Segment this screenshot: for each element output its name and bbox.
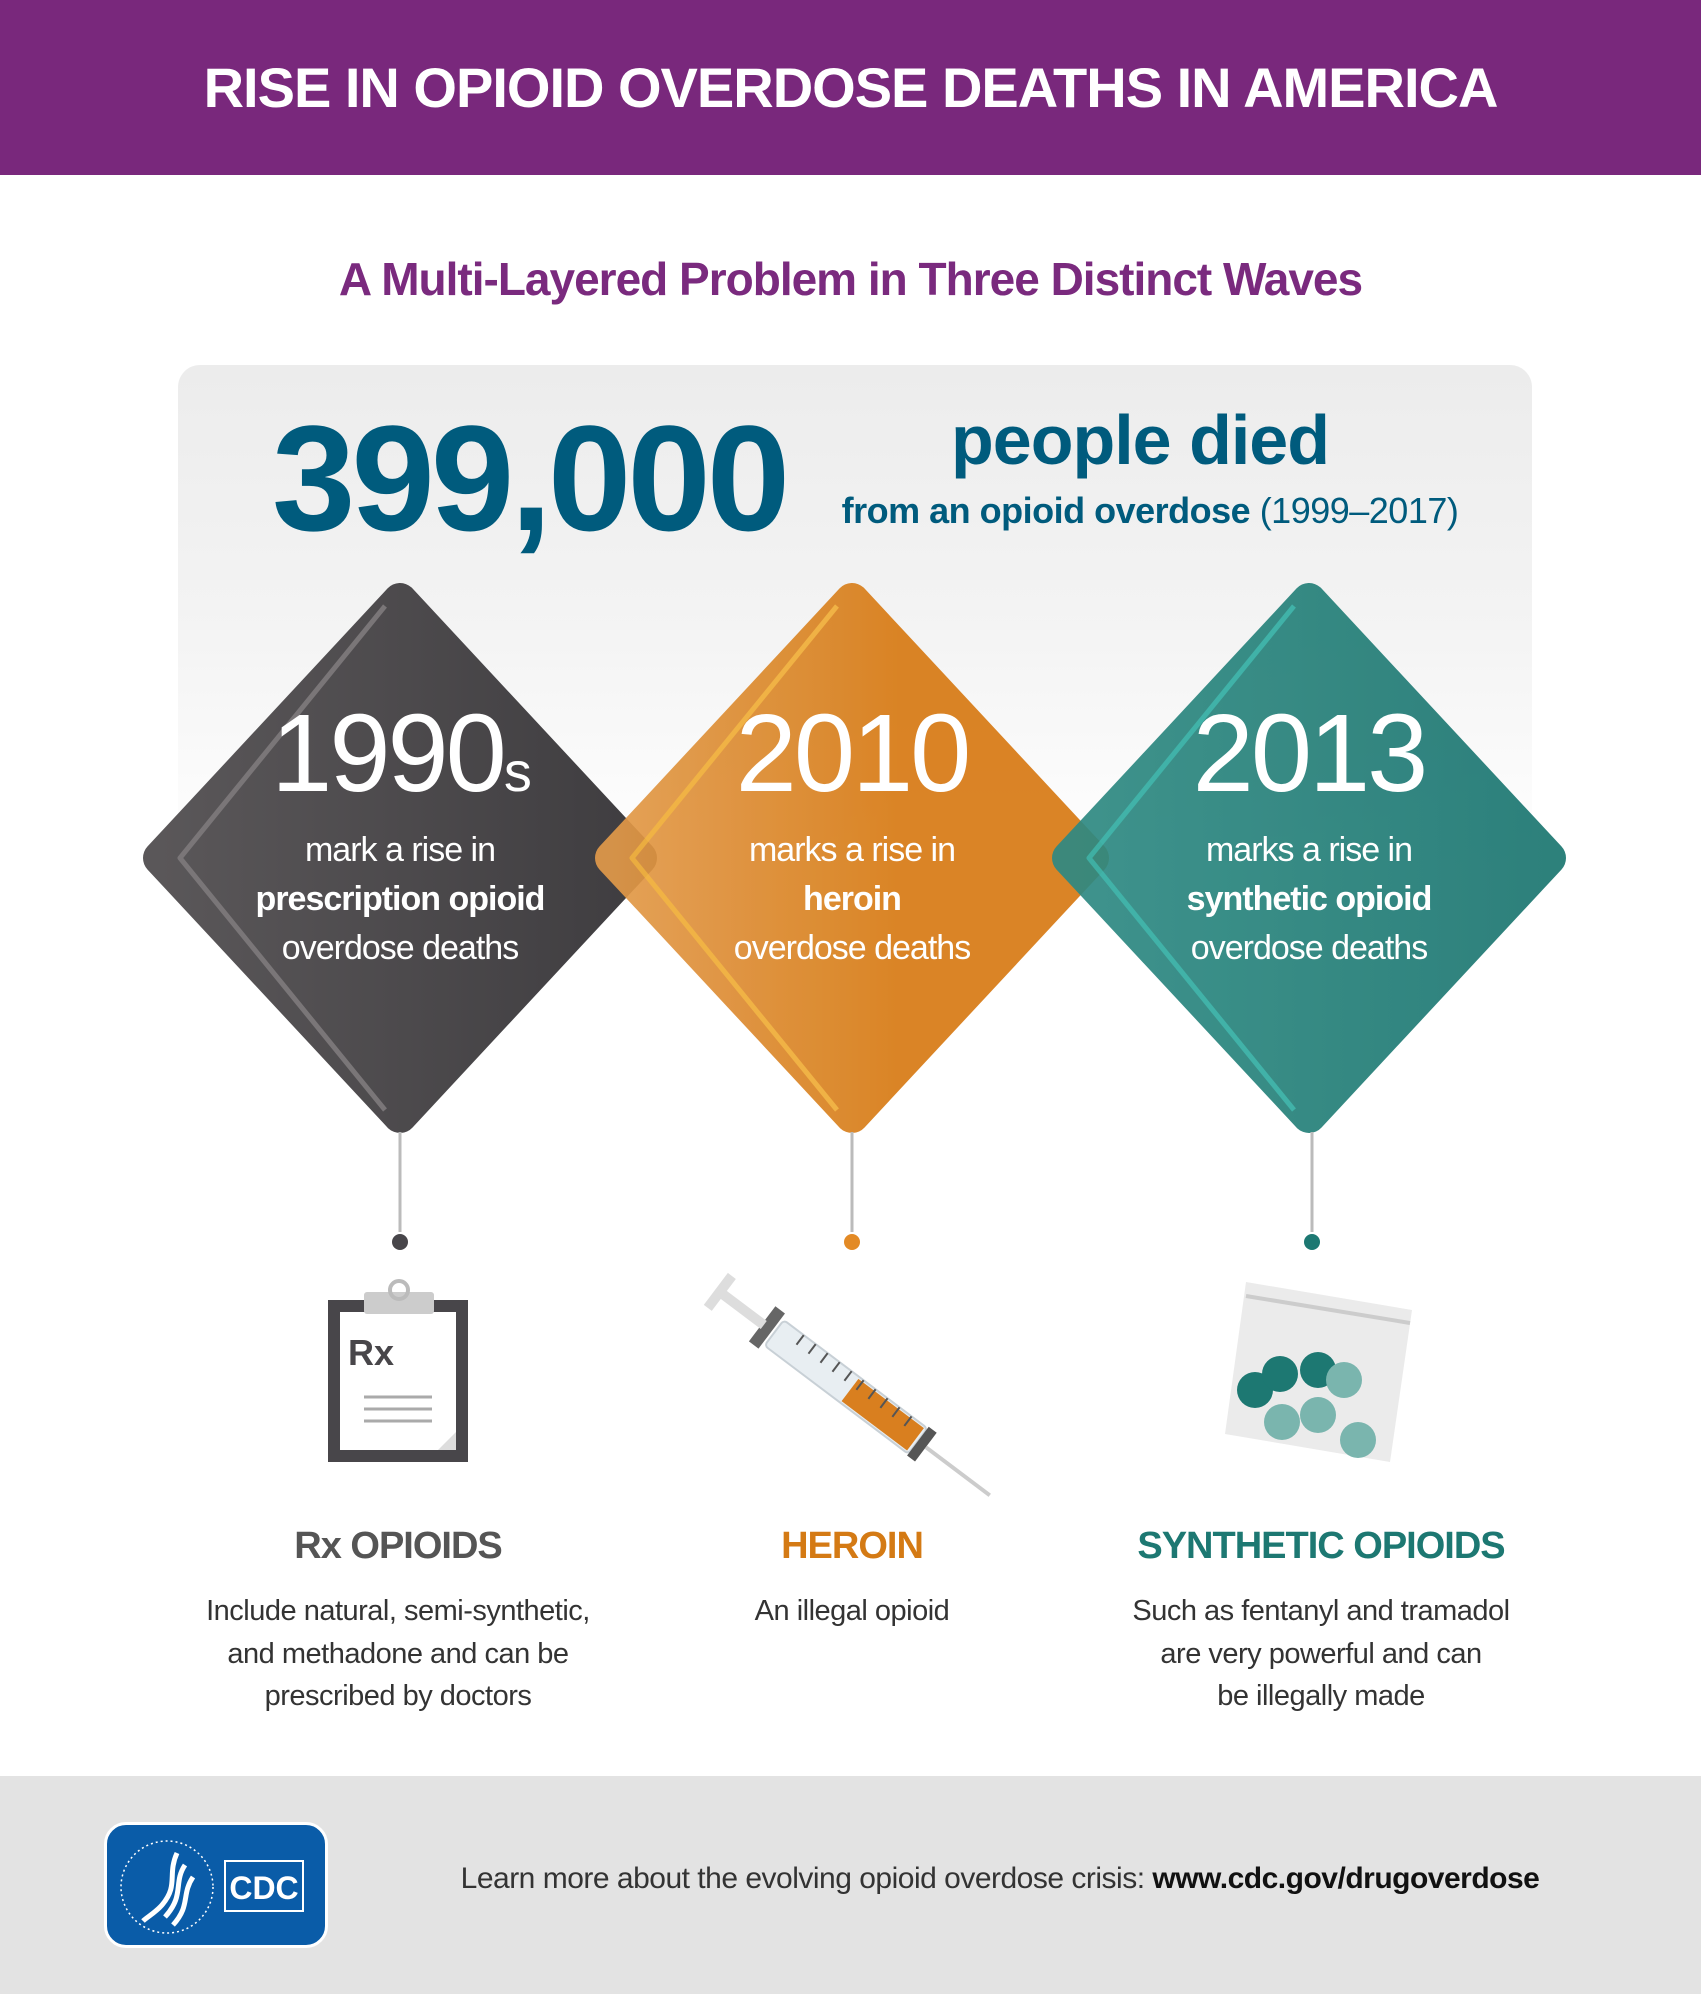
hhs-eagle-icon: CDC bbox=[120, 1840, 304, 1934]
diamond-2010 bbox=[595, 583, 1109, 1133]
clipboard-rx-icon: Rx bbox=[328, 1279, 468, 1462]
cdc-link[interactable]: www.cdc.gov/drugoverdose bbox=[1152, 1862, 1540, 1895]
stat-detail: from an opioid overdose (1999–2017) bbox=[841, 490, 1459, 531]
connector-lines bbox=[392, 1132, 1320, 1250]
wave-year-1990s: 1990s bbox=[271, 692, 532, 815]
wave-year-2010: 2010 bbox=[735, 692, 972, 815]
footer-text: Learn more about the evolving opioid ove… bbox=[460, 1862, 1540, 1895]
syringe-icon bbox=[703, 1272, 991, 1497]
label-synthetic-opioids: SYNTHETIC OPIOIDS bbox=[1137, 1525, 1505, 1567]
svg-text:CDC: CDC bbox=[229, 1870, 298, 1906]
stat-headline: people died bbox=[951, 401, 1330, 479]
subtitle: A Multi-Layered Problem in Three Distinc… bbox=[338, 253, 1363, 305]
cdc-logo: CDC bbox=[104, 1822, 328, 1948]
diamond-1990s bbox=[143, 583, 657, 1133]
label-heroin: HEROIN bbox=[781, 1525, 924, 1567]
diamond-2013 bbox=[1052, 583, 1566, 1133]
label-rx-opioids: Rx OPIOIDS bbox=[294, 1525, 502, 1567]
main-title: RISE IN OPIOID OVERDOSE DEATHS IN AMERIC… bbox=[203, 56, 1499, 119]
desc-heroin: An illegal opioid bbox=[754, 1595, 950, 1627]
death-count: 399,000 bbox=[272, 394, 790, 562]
desc-rx-opioids: Include natural, semi-synthetic,and meth… bbox=[206, 1595, 590, 1712]
header-banner: RISE IN OPIOID OVERDOSE DEATHS IN AMERIC… bbox=[0, 0, 1701, 175]
pill-bag-icon bbox=[1225, 1282, 1412, 1462]
wave-year-2013: 2013 bbox=[1192, 692, 1429, 815]
svg-text:Rx: Rx bbox=[348, 1332, 394, 1373]
